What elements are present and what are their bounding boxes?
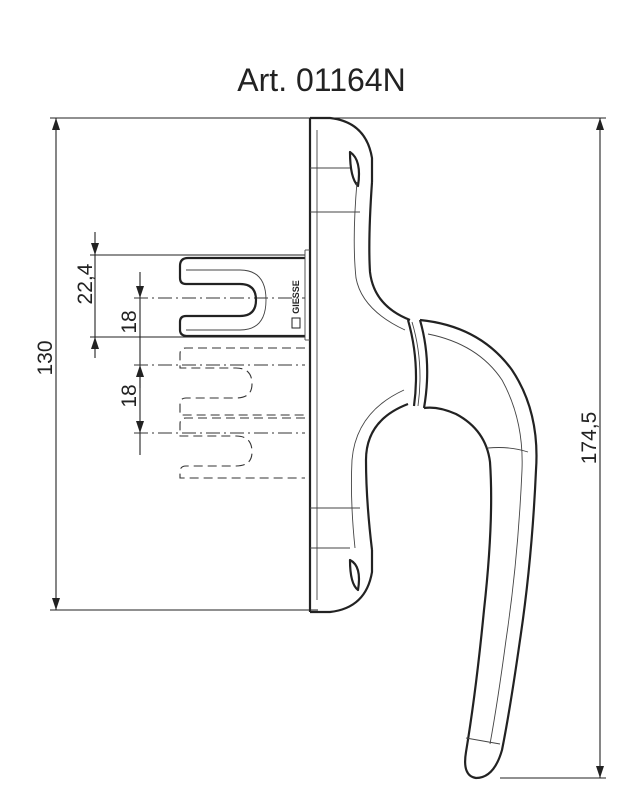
dim-label-18-lower: 18	[118, 384, 141, 407]
dim-label-18-upper: 18	[118, 310, 141, 333]
dim-label-130: 130	[34, 340, 57, 375]
dimension-overall-height: 130	[34, 117, 318, 611]
brand-mark: GIESSE	[291, 280, 301, 314]
dimension-handle-length: 174,5	[330, 117, 606, 779]
dimension-step-lower: 18	[118, 370, 305, 455]
base-plate: GIESSE	[291, 116, 374, 614]
dimension-spindle-offset: 22,4	[74, 232, 305, 358]
spindle-drawing	[178, 256, 305, 338]
handle-body	[350, 181, 538, 780]
drawing-title: Art. 01164N	[237, 62, 406, 98]
spindle-alternate-positions	[179, 347, 305, 479]
dimension-step-upper: 18	[118, 272, 305, 388]
dim-label-174-5: 174,5	[578, 412, 601, 465]
dim-label-22-4: 22,4	[74, 263, 97, 304]
